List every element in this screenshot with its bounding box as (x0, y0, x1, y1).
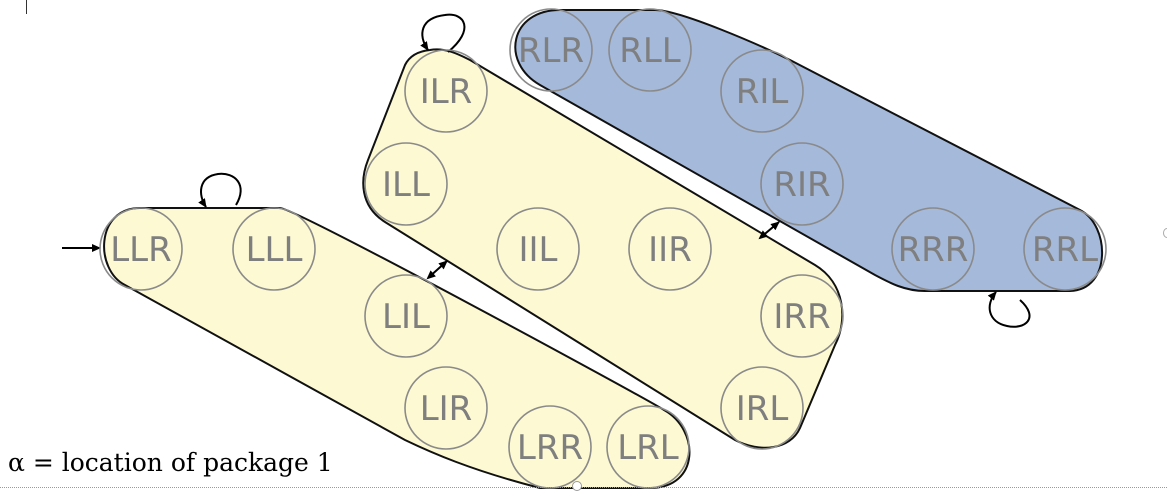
state-label: RIL (736, 72, 789, 112)
state-label: RRL (1032, 230, 1098, 270)
nodes-layer: LLR LLL LIL LIR LRR LRL ILR ILL IIL IIR IRR IRL RLR R… (99, 8, 1107, 489)
state-circle (404, 366, 488, 450)
state-node-lrl: LRL (606, 405, 690, 489)
state-circle (606, 405, 690, 489)
state-node-llr: LLR (99, 207, 183, 291)
state-node-ril: RIL (720, 49, 804, 133)
state-label: RLR (518, 31, 584, 71)
edge-handle[interactable] (1163, 228, 1167, 238)
state-node-lll: LLL (232, 207, 316, 291)
state-node-rir: RIR (760, 142, 844, 226)
state-label: LRL (617, 428, 679, 468)
caption: α = location of package 1 (8, 448, 333, 477)
state-label: IRL (736, 389, 789, 429)
transition-L-I (426, 260, 448, 280)
state-circle (232, 207, 316, 291)
self-loop-RRL (987, 291, 1031, 328)
state-circle (760, 274, 844, 358)
state-label: RIR (773, 165, 830, 205)
state-label: ILR (420, 72, 473, 112)
state-node-lil: LIL (364, 274, 448, 358)
state-label: LRR (517, 428, 583, 468)
state-label: LIL (382, 297, 430, 337)
region-L (103, 207, 691, 489)
transition-I-R (758, 221, 780, 240)
state-circle (508, 405, 592, 489)
state-circle (404, 49, 488, 133)
state-node-rrr: RRR (891, 207, 975, 291)
state-label: IRR (773, 297, 830, 337)
state-circle (720, 366, 804, 450)
state-circle (608, 8, 692, 92)
state-label: RLL (619, 31, 681, 71)
state-label: IIL (519, 230, 558, 270)
state-node-lrr: LRR (508, 405, 592, 489)
state-node-rrl: RRL (1023, 207, 1107, 291)
state-circle (99, 207, 183, 291)
state-circle (720, 49, 804, 133)
state-node-ilr: ILR (404, 49, 488, 133)
state-node-rll: RLL (608, 8, 692, 92)
state-label: LIR (420, 389, 473, 429)
state-node-iir: IIR (628, 207, 712, 291)
state-circle (1023, 207, 1107, 291)
state-label: IIR (648, 230, 692, 270)
state-label: ILL (382, 165, 430, 205)
state-node-irl: IRL (720, 366, 804, 450)
state-circle (364, 142, 448, 226)
state-node-ill: ILL (364, 142, 448, 226)
state-circle (496, 207, 580, 291)
state-label: LLR (110, 230, 172, 270)
state-circle (760, 142, 844, 226)
self-loop-LLR (198, 172, 242, 208)
self-loop-ILR (420, 13, 466, 53)
state-node-rlr: RLR (509, 8, 593, 92)
page-boundary (0, 487, 1167, 488)
state-node-irr: IRR (760, 274, 844, 358)
text-cursor (26, 0, 27, 14)
state-label: RRR (898, 230, 969, 270)
state-node-lir: LIR (404, 366, 488, 450)
state-label: LLL (246, 230, 303, 270)
state-circle (628, 207, 712, 291)
state-circle (509, 8, 593, 92)
state-circle (364, 274, 448, 358)
state-circle (891, 207, 975, 291)
region-R (514, 9, 1103, 292)
state-node-iil: IIL (496, 207, 580, 291)
